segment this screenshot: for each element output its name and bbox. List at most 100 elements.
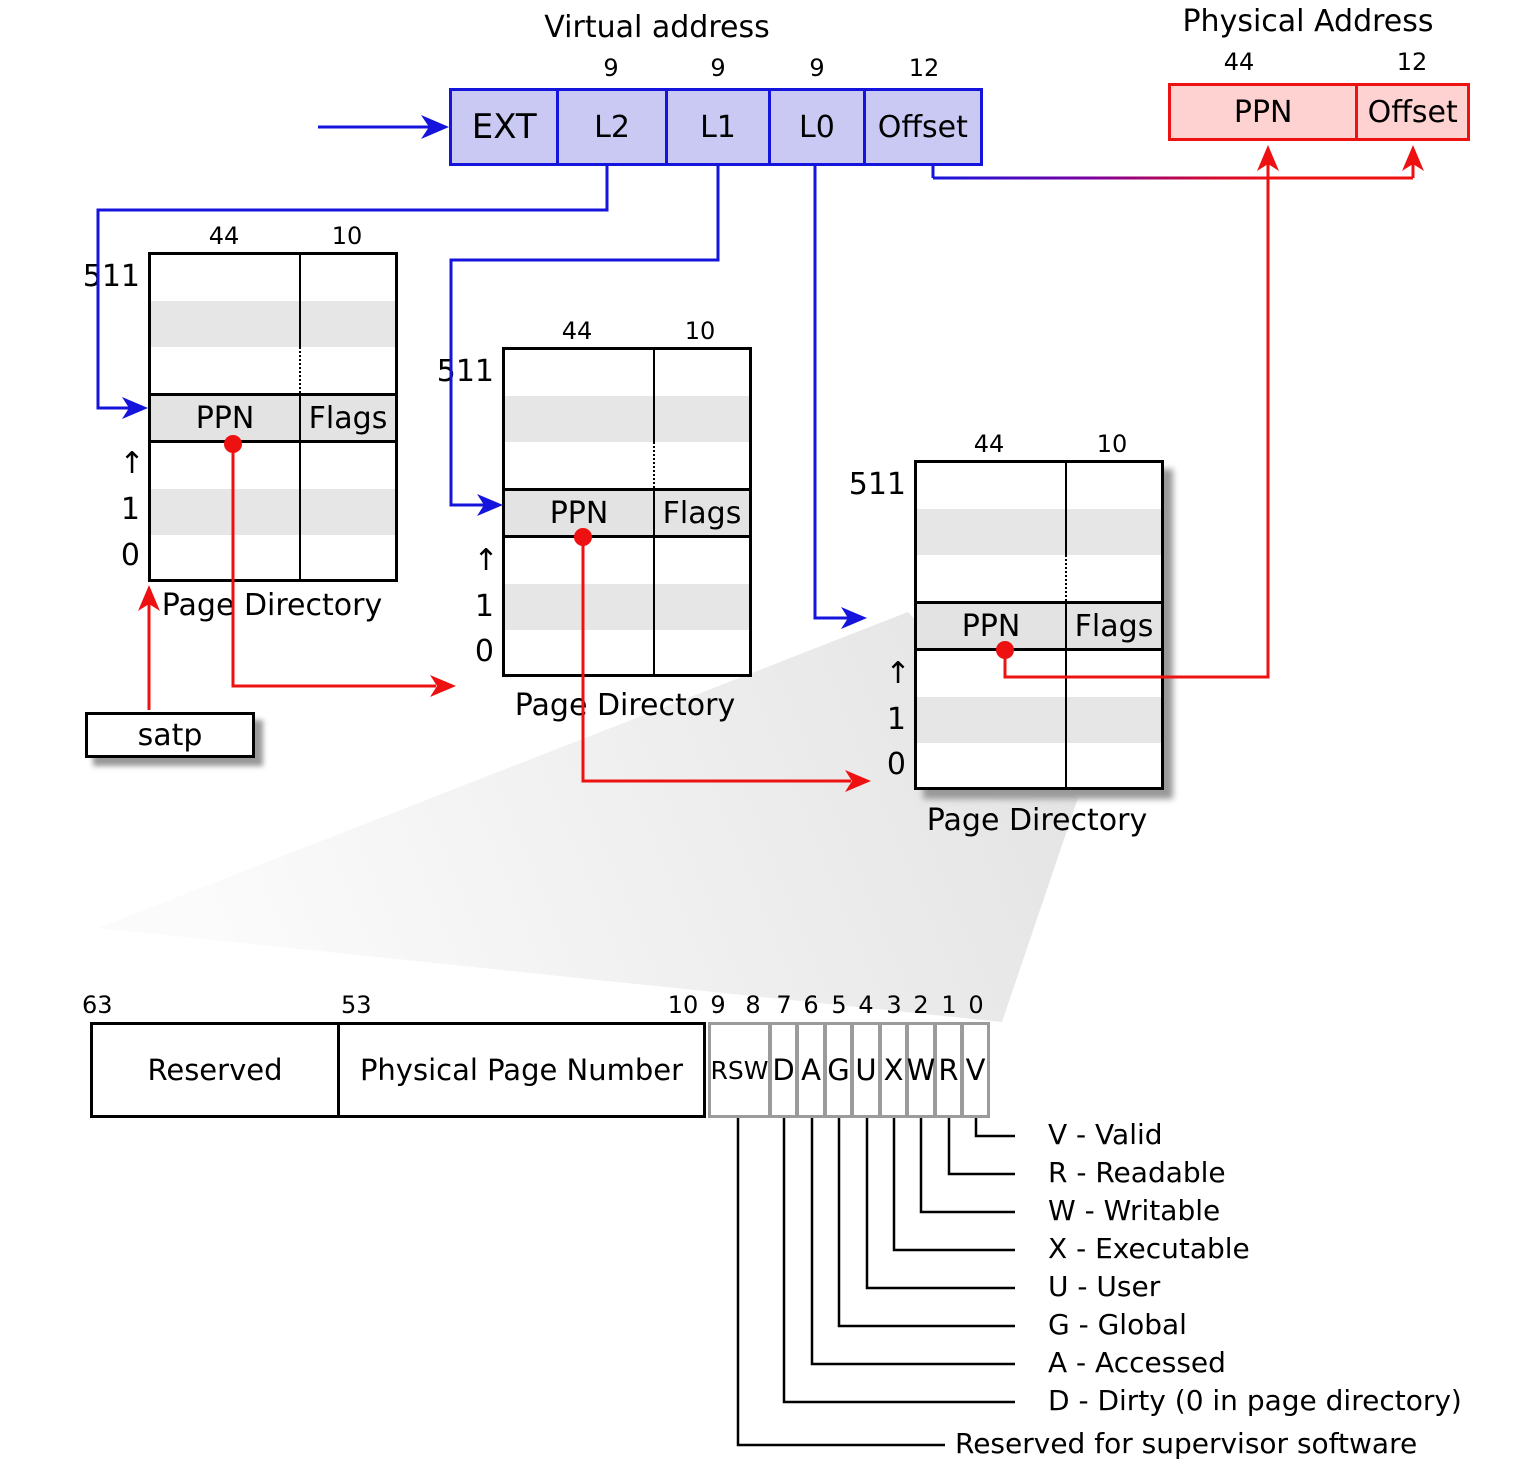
pd3-row-stripe-b xyxy=(917,697,1161,743)
legend-readable: R - Readable xyxy=(1048,1156,1226,1189)
pd1-up-arrow-icon: ↑ xyxy=(119,446,145,481)
pte-bit-6: 6 xyxy=(803,991,819,1019)
legend-line-g xyxy=(837,1118,1015,1328)
pd1-row-0 xyxy=(151,535,395,579)
pte-bit-1: 1 xyxy=(941,991,957,1019)
pd2-caption: Page Directory xyxy=(514,688,736,723)
pd2-row-ellipsis xyxy=(505,442,749,488)
legend-line-d xyxy=(782,1118,1015,1404)
pd2-up-arrow-icon: ↑ xyxy=(473,543,499,578)
pd3-index-511: 511 xyxy=(848,467,906,502)
pa-ppn-arrowhead-icon xyxy=(1257,145,1279,171)
pd1-index-0: 0 xyxy=(120,538,140,573)
page-directory-table-3: PPN Flags xyxy=(914,460,1164,790)
va-l0-bits: 9 xyxy=(809,54,825,82)
pte-flag-u: U xyxy=(851,1022,881,1118)
pd3-entry-flags: Flags xyxy=(1074,608,1154,644)
pte-flag-v: V xyxy=(961,1022,990,1118)
pte-bit-8: 8 xyxy=(745,991,761,1019)
pd2-flags-colbits: 10 xyxy=(684,317,716,345)
pd1-index-1: 1 xyxy=(120,492,140,527)
pte-flag-x: X xyxy=(879,1022,908,1118)
legend-line-a xyxy=(810,1118,1015,1366)
legend-line-x xyxy=(892,1118,1015,1252)
legend-user: U - User xyxy=(1048,1270,1161,1303)
pte-bit-53: 53 xyxy=(341,991,372,1019)
legend-connectors xyxy=(736,1118,1015,1447)
pte-rsw-field: RSW xyxy=(708,1022,771,1118)
pd1-row-blank xyxy=(151,443,395,489)
pte-flag-w: W xyxy=(906,1022,936,1118)
va-l1-bits: 9 xyxy=(710,54,726,82)
va-offset-bits: 12 xyxy=(908,54,940,82)
l1-arrowhead-icon xyxy=(477,494,503,516)
pd1-row-stripe-b xyxy=(151,489,395,535)
pa-offset-bits: 12 xyxy=(1396,48,1428,76)
pte-bit-10: 10 xyxy=(667,991,699,1019)
pd1-index-511: 511 xyxy=(82,259,140,294)
satp-register: satp xyxy=(85,712,255,758)
pd3-row-blank xyxy=(917,651,1161,697)
pte-flag-d: D xyxy=(769,1022,798,1118)
pte-ppn-field: Physical Page Number xyxy=(359,1053,684,1087)
pd1-row-511 xyxy=(151,255,395,301)
va-l2-field: L2 xyxy=(556,91,664,163)
l0-arrowhead-icon xyxy=(841,607,867,629)
pd1-row-stripe-a xyxy=(151,301,395,347)
pd1-entry-ppn: PPN xyxy=(151,396,301,440)
legend-executable: X - Executable xyxy=(1048,1232,1250,1265)
pte-flag-g: G xyxy=(824,1022,853,1118)
pte-flag-a: A xyxy=(796,1022,826,1118)
legend-global: G - Global xyxy=(1048,1308,1187,1341)
pd1-entry-flags: Flags xyxy=(308,400,388,436)
l0-index-line xyxy=(813,166,848,620)
va-input-arrowhead-icon xyxy=(421,115,449,139)
pd3-row-0 xyxy=(917,743,1161,787)
page-directory-table-1: PPN Flags xyxy=(148,252,398,582)
pa-offset-field: Offset xyxy=(1355,86,1467,138)
legend-dirty: D - Dirty (0 in page directory) xyxy=(1048,1384,1462,1417)
pd2-row-0 xyxy=(505,630,749,674)
page-directory-table-2: PPN Flags xyxy=(502,347,752,677)
pd2-entry-flags: Flags xyxy=(662,495,742,531)
pa-ppn-field: PPN xyxy=(1233,94,1293,130)
pte-bit-5: 5 xyxy=(831,991,847,1019)
pd2-index-511: 511 xyxy=(436,354,494,389)
pte-bit-7: 7 xyxy=(776,991,792,1019)
l2-arrowhead-icon xyxy=(122,397,148,419)
pd2-index-0: 0 xyxy=(474,634,494,669)
pd2-entry-ppn: PPN xyxy=(505,491,655,535)
pd3-caption: Page Directory xyxy=(926,803,1148,838)
pd3-row-stripe-a xyxy=(917,509,1161,555)
pd3-entry-row: PPN Flags xyxy=(917,601,1161,651)
va-l1-field: L1 xyxy=(664,91,768,163)
virtual-address-title: Virtual address xyxy=(544,10,770,45)
pa-offset-arrowhead-icon xyxy=(1402,145,1424,171)
pte-bit-2: 2 xyxy=(913,991,929,1019)
legend-writable: W - Writable xyxy=(1048,1194,1221,1227)
physical-address-register: PPN Offset xyxy=(1168,83,1470,141)
pa-ppn-bits: 44 xyxy=(1223,48,1255,76)
pd1-entry-row: PPN Flags xyxy=(151,393,395,443)
legend-line-v xyxy=(974,1118,1015,1138)
pte-bit-63: 63 xyxy=(82,991,113,1019)
pd2-ppn-colbits: 44 xyxy=(561,317,593,345)
legend-line-rsw xyxy=(736,1118,945,1447)
pd2-row-blank xyxy=(505,538,749,584)
pd1-caption: Page Directory xyxy=(161,588,383,623)
pd1-flags-colbits: 10 xyxy=(331,222,363,250)
va-ext-field: EXT xyxy=(471,107,537,147)
pte-bit-3: 3 xyxy=(886,991,902,1019)
pd3-flags-colbits: 10 xyxy=(1096,430,1128,458)
pd3-ppn-colbits: 44 xyxy=(973,430,1005,458)
pd3-up-arrow-icon: ↑ xyxy=(885,656,911,691)
physical-address-title: Physical Address xyxy=(1182,4,1434,39)
legend-rsw: Reserved for supervisor software xyxy=(955,1427,1418,1460)
pd1-ppn-colbits: 44 xyxy=(208,222,240,250)
pd3-index-0: 0 xyxy=(886,747,906,782)
va-l0-field: L0 xyxy=(768,91,862,163)
pd2-base-arrowhead-icon xyxy=(430,675,456,697)
pd2-row-511 xyxy=(505,350,749,396)
pd3-entry-ppn: PPN xyxy=(917,604,1067,648)
